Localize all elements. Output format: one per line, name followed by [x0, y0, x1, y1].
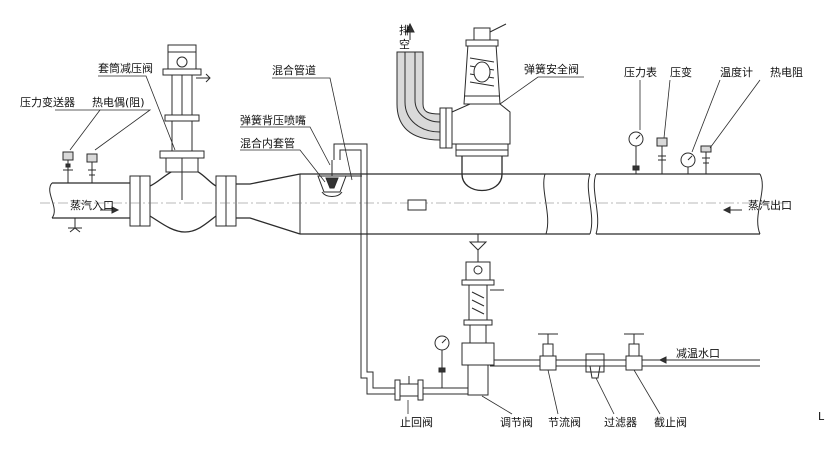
label-mixing-pipe: 混合管道 [272, 63, 316, 77]
label-sleeve-pressure-reducing-valve: 套筒减压阀 [98, 61, 153, 75]
label-desuperheat-water-inlet: 减温水口 [676, 347, 720, 360]
label-steam-outlet: 蒸汽出口 [748, 198, 792, 212]
label-pressure-transducer: 压变 [670, 65, 692, 79]
desuperheat-water-line [395, 359, 760, 395]
spring-safety-valve [396, 22, 511, 192]
pressure-transducer-instrument [656, 137, 668, 174]
throttle-valve [538, 333, 558, 371]
pressure-gauge-instrument [628, 131, 644, 174]
label-spring-safety-valve: 弹簧安全阀 [524, 62, 579, 76]
water-inlet-arrow [658, 356, 672, 364]
label-exhaust-2: 空 [399, 37, 410, 51]
label-exhaust-1: 排 [399, 23, 410, 37]
thermal-resistor-instrument [700, 145, 712, 174]
thermometer-instrument [680, 152, 696, 174]
label-control-valve: 调节阀 [500, 415, 533, 429]
filter [585, 353, 605, 379]
label-stop-valve: 截止阀 [654, 415, 687, 429]
label-throttle-valve: 节流阀 [548, 415, 581, 429]
leader-lines [55, 75, 761, 415]
label-thermocouple: 热电偶(阻) [92, 96, 145, 109]
label-mixing-inner-sleeve: 混合内套管 [240, 136, 295, 150]
water-pressure-gauge [434, 335, 450, 388]
label-steam-inlet: 蒸汽入口 [70, 198, 114, 212]
label-pressure-gauge: 压力表 [624, 65, 657, 79]
spring-backpressure-nozzle [317, 160, 362, 197]
stop-valve [624, 333, 644, 371]
corner-mark: L [818, 410, 825, 423]
thermocouple-instrument [86, 153, 98, 183]
check-valve [394, 376, 424, 401]
main-steam-pipe [40, 167, 790, 251]
label-thermometer: 温度计 [720, 65, 753, 79]
sleeve-pressure-reducing-valve [159, 44, 211, 200]
label-filter: 过滤器 [604, 416, 637, 429]
label-thermal-resistor: 热电阻 [770, 66, 803, 79]
label-check-valve: 止回阀 [400, 415, 433, 429]
pressure-transmitter-instrument [62, 151, 74, 183]
label-spring-backpressure-nozzle: 弹簧背压喷嘴 [240, 113, 306, 127]
label-pressure-transmitter: 压力变送器 [20, 95, 75, 109]
control-valve [461, 250, 504, 396]
water-injection-pipe [333, 143, 395, 395]
flow-arrows [100, 206, 742, 214]
